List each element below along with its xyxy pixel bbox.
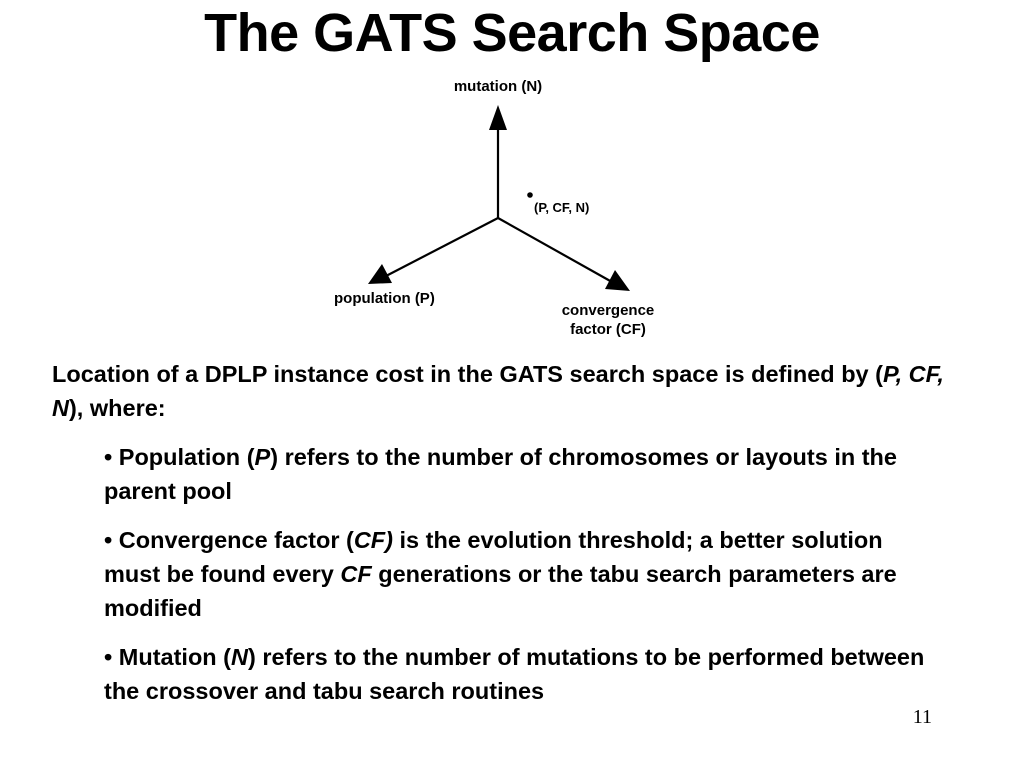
population-axis-label: population (P)	[334, 290, 435, 307]
instance-point-label: (P, CF, N)	[534, 200, 589, 215]
instance-point	[527, 192, 533, 198]
convergence-axis-label-line2: factor (CF)	[570, 321, 646, 338]
convergence-axis-label-line1: convergence	[562, 302, 655, 319]
bullet-marker: •	[104, 644, 113, 670]
slide-body: Location of a DPLP instance cost in the …	[52, 357, 952, 708]
mutation-axis-arrowhead	[489, 105, 507, 130]
population-axis-line	[385, 217, 499, 277]
convergence-axis-arrowhead	[605, 270, 630, 291]
bullet-population: • Population (P) refers to the number of…	[104, 440, 934, 508]
bullet-lead: Mutation (	[112, 644, 232, 670]
bullet-symbol-2: CF	[340, 561, 372, 587]
bullet-symbol: P	[254, 444, 271, 470]
convergence-axis-line	[497, 217, 613, 283]
bullet-middle: is the evolution threshold; a better sol…	[104, 527, 883, 587]
intro-text-end: ), where:	[68, 395, 166, 421]
intro-text-start: Location of a DPLP instance cost in the …	[52, 361, 883, 387]
slide-title: The GATS Search Space	[204, 3, 820, 63]
intro-paragraph: Location of a DPLP instance cost in the …	[52, 357, 952, 425]
axis-lines	[385, 122, 613, 283]
bullet-lead: Convergence factor (	[112, 527, 354, 553]
bullet-rest: generations or the tabu search parameter…	[104, 561, 897, 621]
bullet-rest: ) refers to the number of mutations to b…	[104, 644, 925, 704]
bullet-symbol: CF)	[353, 527, 393, 553]
parameter-list: • Population (P) refers to the number of…	[52, 440, 952, 708]
intro-italic-tuple: P, CF, N	[52, 361, 944, 421]
bullet-mutation: • Mutation (N) refers to the number of m…	[104, 640, 934, 708]
population-axis-arrowhead	[368, 264, 392, 284]
bullet-rest: ) refers to the number of chromosomes or…	[104, 444, 897, 504]
bullet-marker: •	[104, 527, 113, 553]
page-number: 11	[912, 706, 932, 728]
search-space-diagram: mutation (N) population (P) convergence …	[334, 78, 655, 338]
mutation-axis-label: mutation (N)	[454, 78, 542, 95]
bullet-convergence-factor: • Convergence factor (CF) is the evoluti…	[104, 523, 934, 625]
bullet-lead: Population (	[112, 444, 255, 470]
bullet-symbol: N	[231, 644, 248, 670]
bullet-marker: •	[104, 444, 113, 470]
